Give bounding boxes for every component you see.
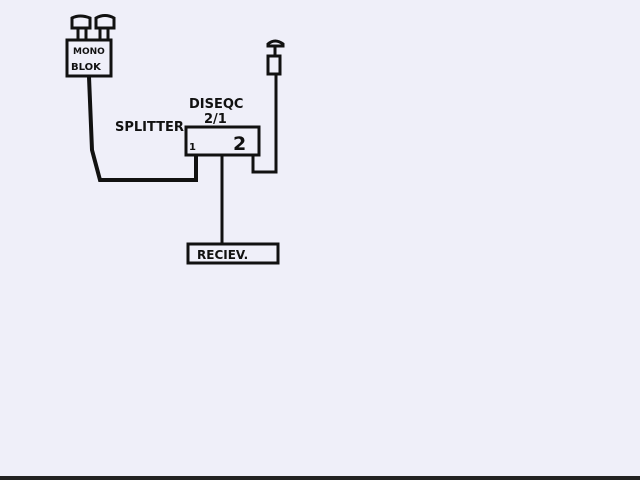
scan-edge [0,476,640,480]
receiver-label: RECIEV. [197,248,248,262]
monoblock-box [65,38,113,78]
port-1-label: 1 [189,142,196,153]
lnb-heads-icon [70,14,116,40]
diseqc-switch-box [184,125,261,157]
port-2-label: 2 [233,133,246,155]
diseqc-ratio: 2/1 [204,112,227,127]
diseqc-label: DISEQC [189,97,243,112]
receiver-box [186,242,280,265]
antenna-icon [266,39,285,76]
splitter-label: SPLITTER [115,120,184,135]
cable-monoblock [87,76,198,182]
monoblock-label-2: BLOK [71,62,102,73]
cable-antenna [251,74,278,174]
monoblock-label-1: MONO [73,47,105,57]
